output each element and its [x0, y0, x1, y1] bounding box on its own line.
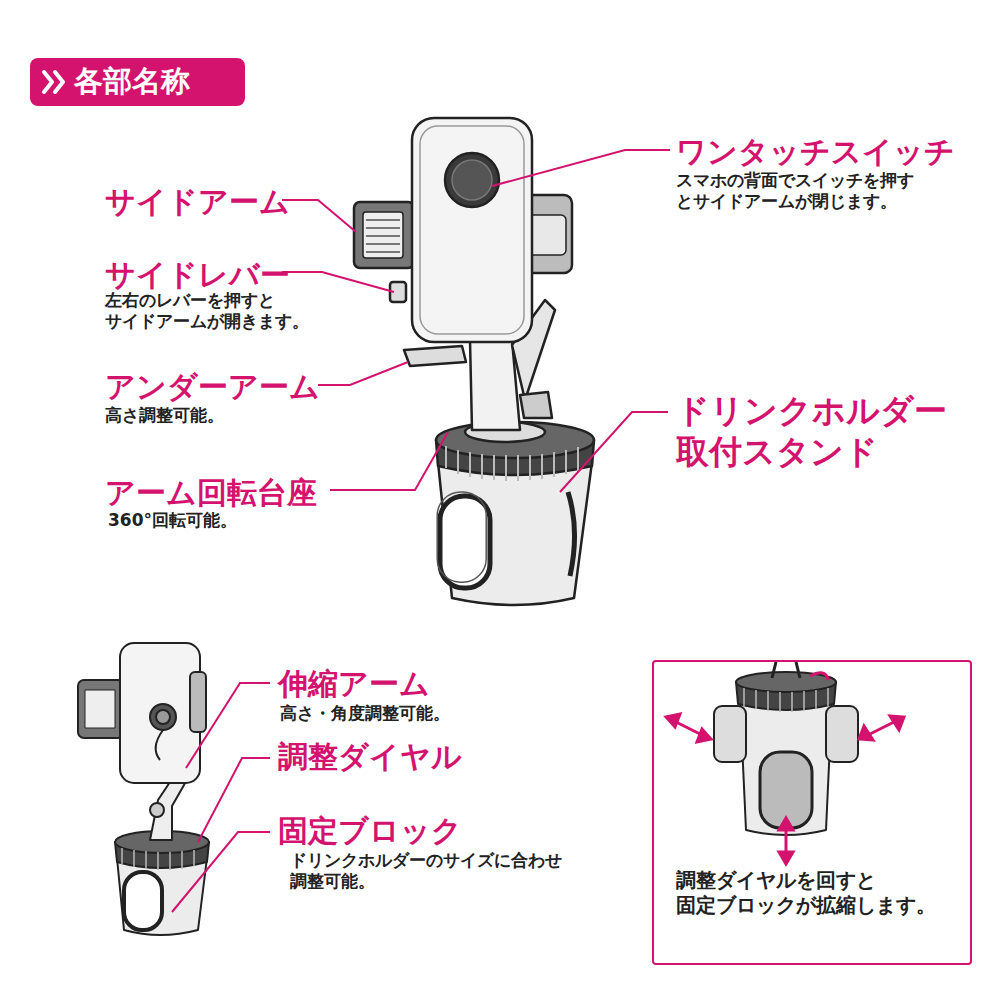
part-name: 調整ダイヤル: [278, 738, 462, 776]
resize-arrows: [666, 714, 904, 864]
part-name: サイドレバー: [105, 256, 290, 294]
part-name: ドリンクホルダー 取付スタンド: [676, 390, 966, 473]
chevron-icon: [44, 72, 63, 92]
title: 各部名称: [74, 63, 190, 99]
part-name: アンダーアーム: [105, 368, 320, 406]
part-note: 高さ・角度調整可能。: [280, 703, 450, 724]
part-name: サイドアーム: [105, 183, 290, 221]
part-name: 固定ブロック: [278, 812, 462, 850]
holder-illustration: [354, 118, 594, 605]
part-note: 左右のレバーを押すと サイドアームが開きます。: [105, 290, 326, 333]
part-name: アーム回転台座: [105, 474, 317, 512]
part-name: ワンタッチスイッチ: [676, 133, 955, 171]
part-name: 伸縮アーム: [278, 665, 430, 703]
callout-box: 調整ダイヤルを回すと 固定ブロックが拡縮します。: [652, 660, 972, 965]
title-bar: [30, 58, 245, 106]
part-note: 360°回転可能。: [108, 510, 237, 531]
block-illustration: [714, 662, 858, 835]
part-note: 高さ調整可能。: [105, 405, 224, 426]
part-note: ドリンクホルダーのサイズに合わせ 調整可能。: [290, 850, 582, 893]
callout-text: 調整ダイヤルを回すと 固定ブロックが拡縮します。: [676, 868, 936, 918]
part-note: スマホの背面でスイッチを押す とサイドアームが閉じます。: [676, 170, 934, 213]
